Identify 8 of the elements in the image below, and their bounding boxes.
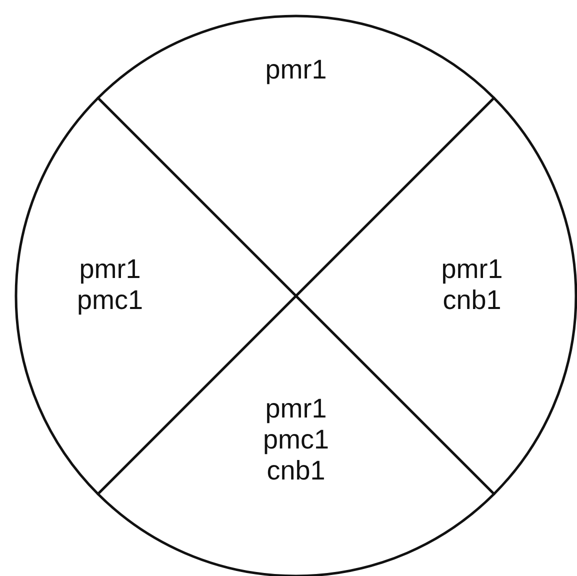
gene-label: pmc1 bbox=[262, 424, 329, 456]
gene-label: pmr1 bbox=[265, 54, 327, 86]
gene-label: cnb1 bbox=[442, 284, 502, 316]
gene-label: pmr1 bbox=[78, 254, 142, 285]
gene-label: pmr1 bbox=[264, 394, 328, 424]
gene-label: pmc1 bbox=[76, 284, 144, 316]
gene-label: pmr1 bbox=[441, 254, 503, 285]
gene-label: cnb1 bbox=[266, 456, 326, 486]
